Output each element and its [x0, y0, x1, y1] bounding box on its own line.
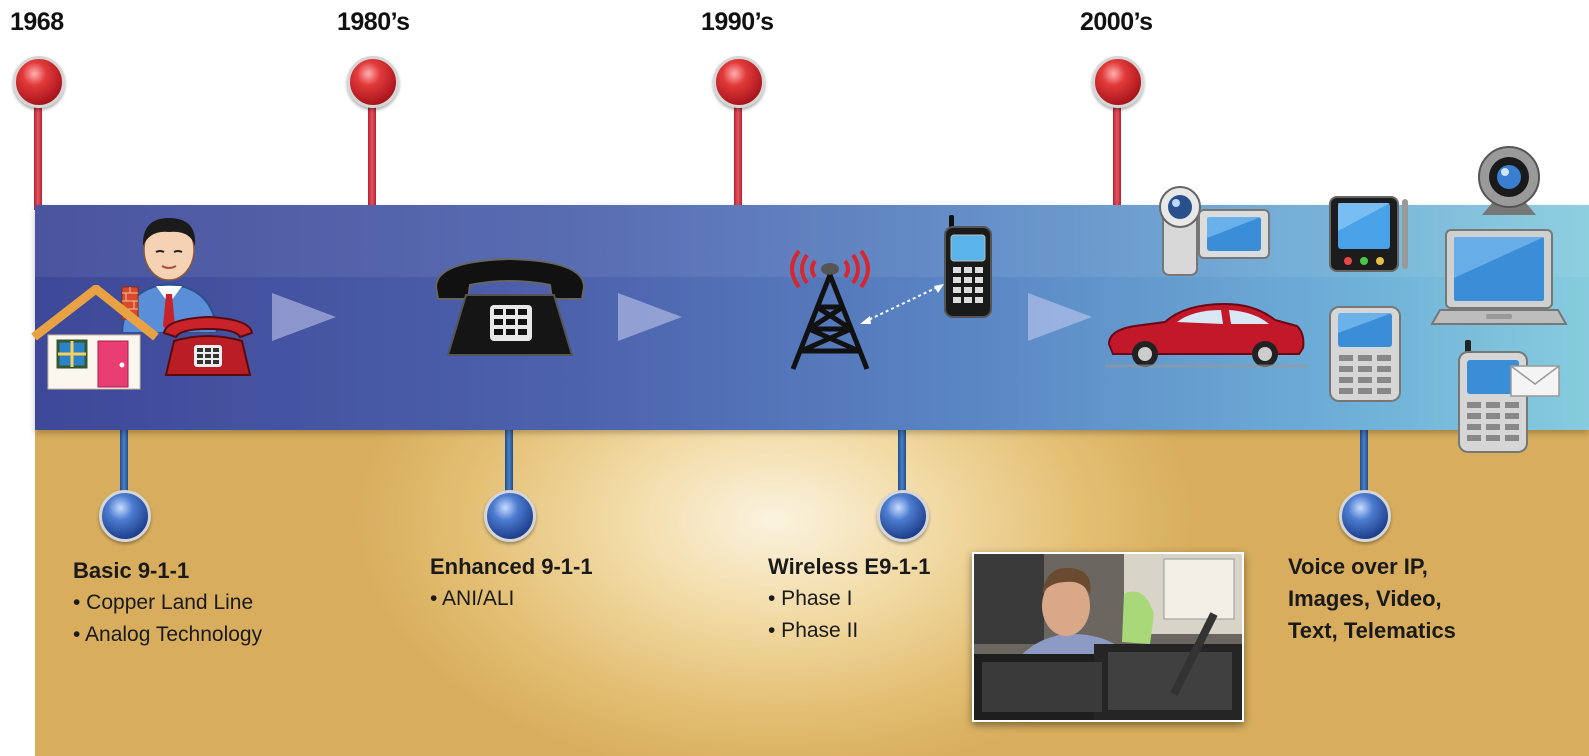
pin-enhanced-line	[505, 425, 513, 500]
milestone-item: • ANI/ALI	[430, 587, 515, 610]
wireless-link-icon	[860, 284, 944, 324]
radio-tower-icon	[790, 249, 870, 370]
stem-ghost	[120, 155, 128, 210]
year-marker-1990s	[713, 56, 765, 108]
milestone-title: Enhanced 9-1-1	[430, 554, 593, 579]
pin-1990s-line	[734, 98, 742, 210]
pda-icon	[1329, 196, 1408, 272]
phone-with-envelope-icon	[1458, 340, 1560, 453]
era-background	[35, 410, 1589, 756]
dispatcher-photo	[972, 552, 1244, 722]
milestone-title: Wireless E9-1-1	[768, 554, 931, 579]
milestone-wireless: Wireless E9-1-1 • Phase I • Phase II	[768, 551, 930, 647]
progress-arrow-icon	[618, 293, 682, 341]
stem-ghost	[505, 155, 513, 210]
milestone-title-line: Images, Video,	[1288, 586, 1442, 611]
red-rotary-phone-icon	[162, 315, 254, 376]
milestone-marker-basic	[99, 490, 151, 542]
pin-1980s-line	[368, 98, 376, 210]
milestone-marker-voip	[1339, 490, 1391, 542]
milestone-item: • Copper Land Line	[73, 591, 254, 614]
year-label: 1980’s	[337, 8, 410, 36]
pin-voip-line	[1360, 425, 1368, 500]
laptop-icon	[1430, 229, 1568, 325]
pin-wireless-line	[898, 425, 906, 500]
red-car-icon	[1105, 302, 1308, 368]
pin-basic-line	[120, 425, 128, 500]
dispatcher-photo-drawing	[974, 554, 1242, 720]
monitor-icon	[1198, 209, 1270, 259]
pin-1968-line	[34, 98, 42, 210]
milestone-enhanced: Enhanced 9-1-1 • ANI/ALI	[430, 551, 593, 615]
year-marker-1968	[13, 56, 65, 108]
year-label: 1990’s	[701, 8, 774, 36]
pin-2000s-line	[1113, 98, 1121, 210]
milestone-item: • Analog Technology	[73, 623, 263, 646]
house-icon	[31, 285, 159, 390]
milestone-item: • Phase I	[768, 587, 853, 610]
progress-arrow-icon	[272, 293, 336, 341]
black-telephone-icon	[434, 257, 586, 356]
milestone-voip: Voice over IP, Images, Video, Text, Tele…	[1288, 551, 1456, 647]
milestone-title: Basic 9-1-1	[73, 558, 190, 583]
year-label: 2000’s	[1080, 8, 1153, 36]
calculator-phone-icon	[1329, 306, 1401, 402]
milestone-item: • Phase II	[768, 619, 859, 642]
stem-ghost	[898, 155, 906, 210]
year-label: 1968	[10, 8, 64, 36]
webcam-icon	[1478, 146, 1540, 215]
year-marker-2000s	[1092, 56, 1144, 108]
milestone-title-line: Text, Telematics	[1288, 618, 1456, 643]
progress-arrow-icon	[1028, 293, 1092, 341]
year-marker-1980s	[347, 56, 399, 108]
stem-ghost	[1360, 155, 1368, 210]
milestone-marker-wireless	[877, 490, 929, 542]
camcorder-icon	[1159, 186, 1201, 276]
milestone-basic: Basic 9-1-1 • Copper Land Line • Analog …	[73, 555, 262, 651]
milestone-title: Voice over IP,	[1288, 554, 1428, 579]
milestone-marker-enhanced	[484, 490, 536, 542]
cell-phone-icon	[944, 215, 992, 318]
